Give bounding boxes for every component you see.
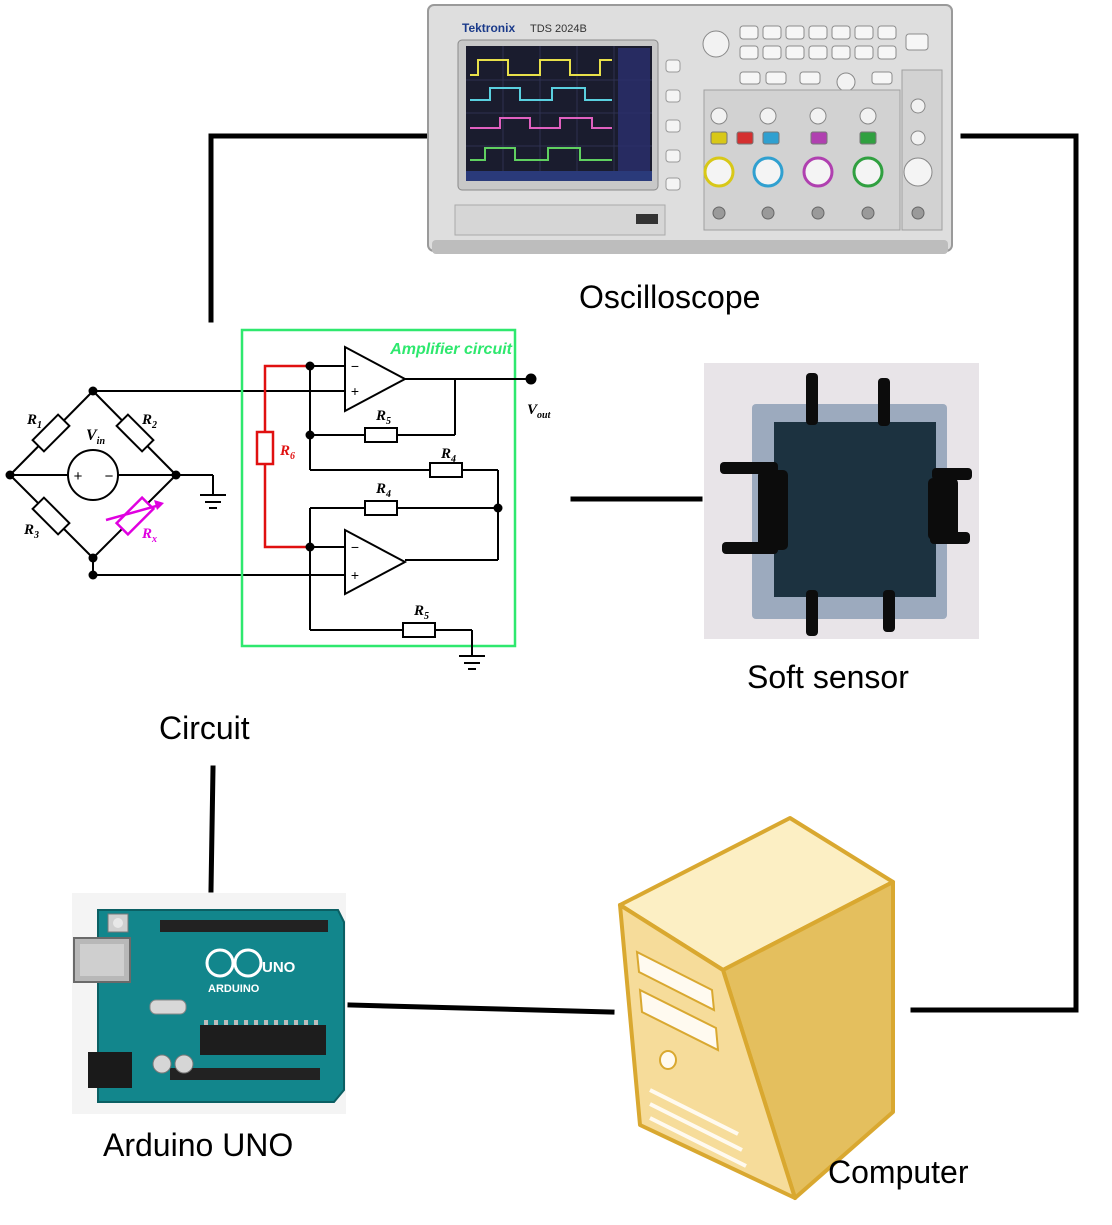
soft-sensor-photo [704,363,979,639]
source-plus-sign: + [74,468,83,485]
circuit-caption: Circuit [159,710,250,746]
r6-label: R6 [279,443,295,462]
connections [208,133,1079,1015]
computer-caption: Computer [828,1154,969,1190]
r4-bottom-resistor [364,500,398,516]
r1-label: R1 [26,412,42,431]
r5-bottom-resistor [402,622,436,638]
link-circuit-arduino [208,765,216,893]
link-arduino-computer [347,1002,615,1015]
amplifier-wiring [309,345,530,670]
vin-source [67,449,119,501]
vin-label: Vin [86,427,105,447]
arduino-board: UNO ARDUINO [72,893,346,1114]
r1-resistor [31,413,71,453]
arduino-caption: Arduino UNO [103,1127,294,1163]
r6-feedback [255,364,310,549]
oscilloscope-model: TDS 2024B [530,23,587,35]
arduino-brand-text: ARDUINO [208,983,260,995]
oscilloscope-caption: Oscilloscope [579,279,761,315]
amplifier-box [240,328,517,648]
oscilloscope-device: Tektronix TDS 2024B [427,4,953,254]
opamp2-minus: − [351,539,359,555]
r2-resistor [115,413,155,453]
oscilloscope-brand: Tektronix [462,21,515,35]
r4-bottom-label: R4 [375,481,391,500]
opamp2-plus: + [351,567,359,583]
vout-label: Vout [527,402,552,421]
rx-variable-resistor [114,495,156,537]
r4-top-label: R4 [440,446,456,465]
r6-resistor [255,430,275,466]
link-oscilloscope-circuit [208,133,431,323]
link-oscilloscope-computer [910,133,1079,1013]
junction-dots [5,361,537,580]
r3-resistor [31,496,71,536]
computer-tower [618,816,895,1200]
arduino-model-text: UNO [262,959,296,976]
source-minus-sign: − [105,468,114,485]
soft-sensor-caption: Soft sensor [747,659,909,695]
r4-top-resistor [429,462,463,478]
r5-bottom-label: R5 [413,603,429,622]
rx-label: Rx [141,526,157,545]
opamp1-plus: + [351,383,359,399]
amplifier-label: Amplifier circuit [389,341,512,358]
r3-label: R3 [23,522,39,541]
opamp1-minus: − [351,358,359,374]
r5-top-label: R5 [375,408,391,427]
r2-label: R2 [141,412,157,431]
bridge-resistors: + − [31,413,164,537]
r5-top-resistor [364,427,398,443]
